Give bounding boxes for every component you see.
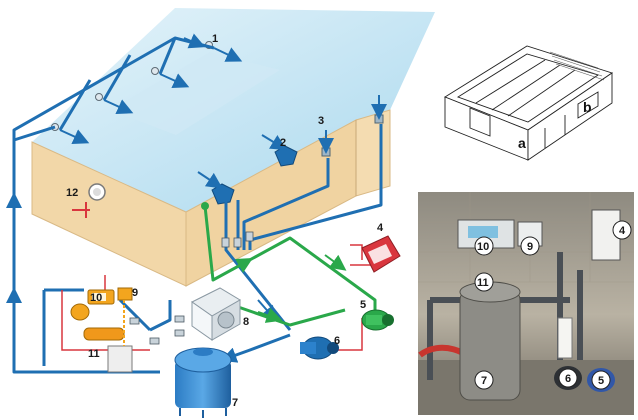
label-11: 11 xyxy=(88,348,100,360)
electrical-box xyxy=(361,235,401,273)
label-12: 12 xyxy=(66,187,78,199)
label-1: 1 xyxy=(212,33,218,45)
pool-water-surface xyxy=(32,8,435,212)
heat-pump xyxy=(191,287,241,341)
label-8: 8 xyxy=(243,316,249,328)
pipe-return-to-heater xyxy=(42,288,84,366)
wall-inlet-icon xyxy=(321,147,331,157)
pipe-green-main xyxy=(203,205,377,320)
green-flow-arrows xyxy=(231,254,347,323)
photo-label-9: 9 xyxy=(527,241,533,253)
pool-light xyxy=(72,183,106,218)
photo-label-6: 6 xyxy=(565,373,571,385)
pool-step xyxy=(110,52,280,135)
label-10: 10 xyxy=(90,292,102,304)
equipment-photo xyxy=(418,192,634,415)
inset-box xyxy=(444,45,614,161)
photo-label-10: 10 xyxy=(477,241,489,253)
photo-label-4: 4 xyxy=(619,225,626,237)
wall-inlet-icon xyxy=(374,114,384,124)
pipe-walls-down xyxy=(242,124,383,250)
green-inlet-icon xyxy=(201,202,209,210)
pipe-filter-to-heater xyxy=(149,300,172,332)
valves xyxy=(129,231,254,345)
label-9: 9 xyxy=(132,287,138,299)
label-5: 5 xyxy=(360,299,366,311)
inset-label-a: a xyxy=(518,135,526,151)
pump-5 xyxy=(361,309,394,331)
pipe-return-branches xyxy=(58,37,177,131)
photo-label-7: 7 xyxy=(481,375,487,387)
pipe-return-main xyxy=(12,125,160,374)
photo-label-5: 5 xyxy=(598,375,604,387)
skimmers xyxy=(197,134,298,205)
label-2: 2 xyxy=(280,137,286,149)
treatment-unit xyxy=(70,287,133,373)
inset-label-b: b xyxy=(583,99,592,115)
photo-badges: 10 9 4 11 7 6 5 xyxy=(474,220,632,390)
label-4: 4 xyxy=(377,222,384,234)
green-pipes xyxy=(203,205,377,327)
label-3: 3 xyxy=(318,115,324,127)
pump-6 xyxy=(300,336,339,360)
label-7: 7 xyxy=(232,397,238,409)
return-inlets xyxy=(59,47,243,144)
pipe-green-heatpump xyxy=(217,298,346,327)
skimmer-block xyxy=(355,109,391,197)
diagram-numbers: 1 2 3 4 5 6 7 8 9 10 11 12 xyxy=(66,33,384,409)
wall-inlets xyxy=(318,95,387,157)
label-6: 6 xyxy=(334,335,340,347)
photo-label-11: 11 xyxy=(477,277,489,289)
filter-tank xyxy=(174,347,232,418)
